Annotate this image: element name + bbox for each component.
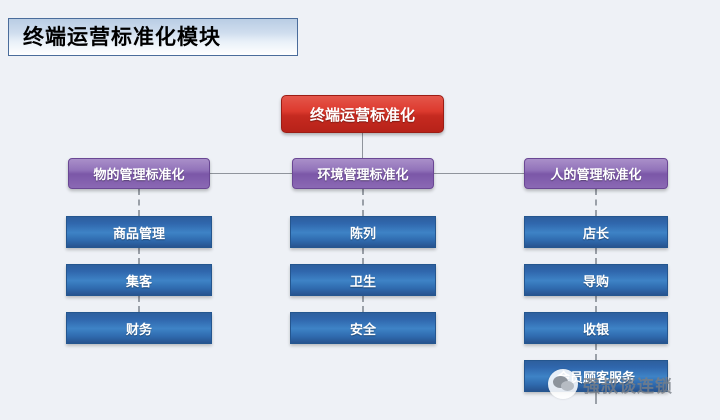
leaf-node-safety[interactable]: 安全 [290,312,436,344]
branch-node-label: 物的管理标准化 [93,168,185,183]
page-title-label: 终端运营标准化模块 [23,24,221,49]
connector-mid-3 [362,296,364,312]
leaf-node-finance[interactable]: 财务 [66,312,212,344]
leaf-node-label: 陈列 [349,226,376,242]
leaf-node-sales-guide[interactable]: 导购 [524,264,668,296]
connector-right-3 [595,296,597,312]
branch-node-things-management[interactable]: 物的管理标准化 [68,158,210,189]
branch-node-people-management[interactable]: 人的管理标准化 [524,158,668,189]
leaf-node-label: 商品管理 [112,226,165,242]
connector-right-4 [595,344,597,360]
leaf-node-cashier[interactable]: 收银 [524,312,668,344]
leaf-node-label: 集客 [125,274,152,290]
leaf-node-display[interactable]: 陈列 [290,216,436,248]
root-node-label: 终端运营标准化 [309,105,415,124]
leaf-node-store-manager[interactable]: 店长 [524,216,668,248]
connector-left-2 [138,248,140,264]
root-node-terminal-operation-standardization[interactable]: 终端运营标准化 [281,95,444,133]
connector-bus-left [210,173,292,174]
leaf-node-label: 卫生 [349,274,376,290]
connector-mid-1 [362,189,364,216]
connector-left-3 [138,296,140,312]
leaf-node-label: 店长 [582,226,609,242]
connector-right-2 [595,248,597,264]
connector-left-1 [138,189,140,216]
connector-bus-right [434,173,524,174]
branch-node-label: 环境管理标准化 [317,168,409,183]
leaf-node-label: 收银 [582,322,609,338]
leaf-node-label: 导购 [582,274,609,290]
page-title: 终端运营标准化模块 [8,18,298,56]
connector-right-1 [595,189,597,216]
connector-mid-2 [362,248,364,264]
leaf-node-label: 安全 [349,322,376,338]
leaf-node-customer-gathering[interactable]: 集客 [66,264,212,296]
leaf-node-member-service[interactable]: 会员顾客服务 [524,360,668,392]
leaf-node-label: 会员顾客服务 [556,370,635,386]
connector-root-to-bus [362,133,363,158]
leaf-node-hygiene[interactable]: 卫生 [290,264,436,296]
leaf-node-merchandise-management[interactable]: 商品管理 [66,216,212,248]
branch-node-label: 人的管理标准化 [550,168,642,183]
connector-right-5 [595,392,597,404]
branch-node-environment-management[interactable]: 环境管理标准化 [292,158,434,189]
leaf-node-label: 财务 [125,322,152,338]
